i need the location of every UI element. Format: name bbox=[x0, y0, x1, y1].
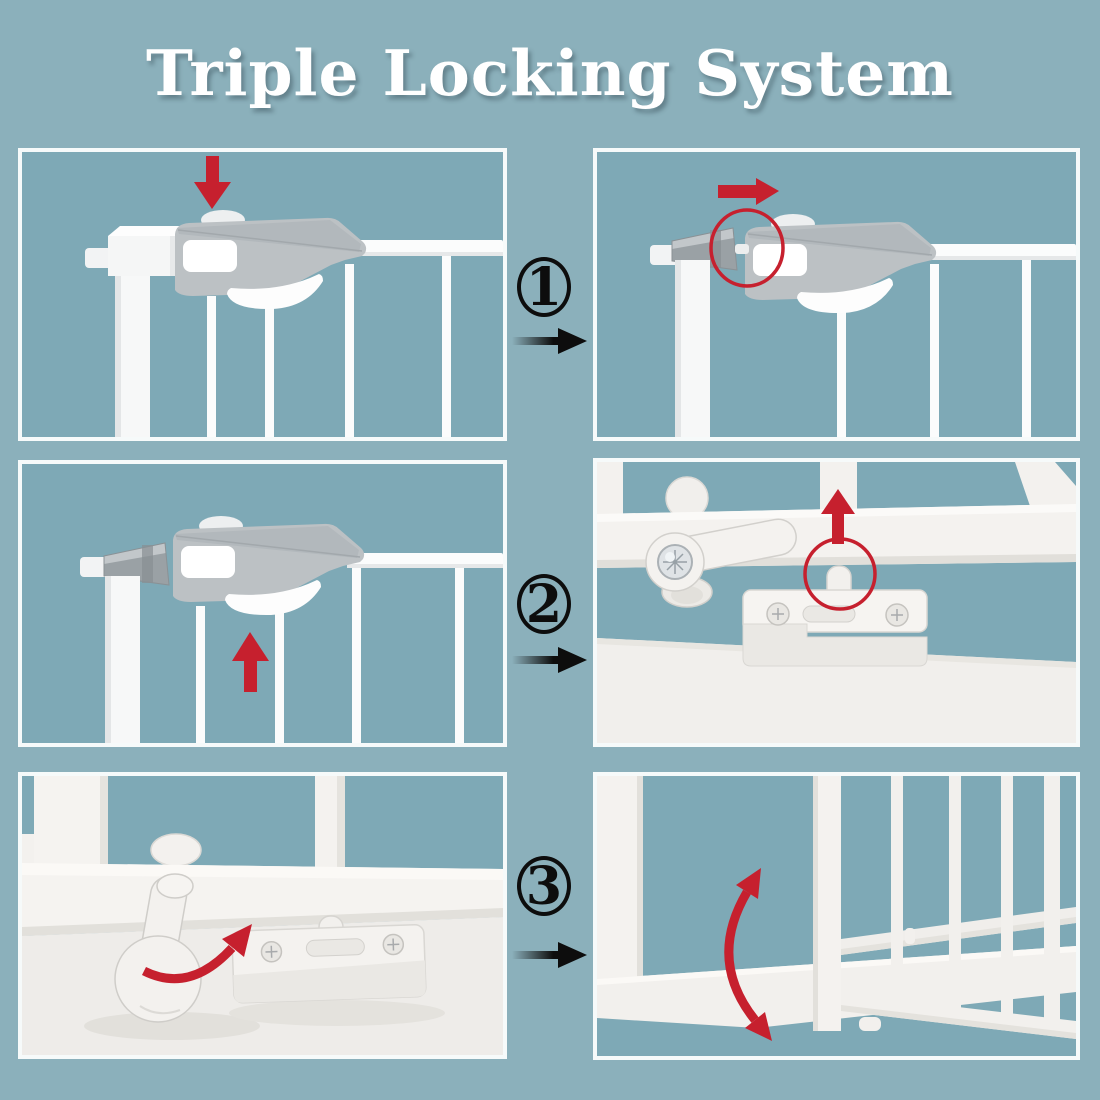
red-up-arrow-icon bbox=[821, 489, 855, 544]
panel-step3-swing-open bbox=[593, 772, 1080, 1060]
gate-latch-drawing bbox=[85, 156, 503, 437]
gate-latch-lift-drawing bbox=[80, 515, 503, 743]
red-highlight-circle bbox=[709, 208, 785, 288]
gate-open-drawing bbox=[597, 776, 1076, 1041]
gate-latch-slide-drawing bbox=[650, 178, 1076, 437]
red-curved-arrow-icon bbox=[141, 924, 252, 984]
step-3-badge: 3 bbox=[517, 855, 571, 917]
step-1-number: 1 bbox=[525, 256, 563, 318]
page-title: Triple Locking System bbox=[146, 36, 954, 110]
red-swing-arrow-icon bbox=[724, 868, 772, 1041]
panel-step3-rotate-knob bbox=[18, 772, 507, 1059]
panel-step1-slide bbox=[593, 148, 1080, 441]
step-1-badge: 1 bbox=[517, 256, 571, 318]
panel-step2-lift bbox=[18, 460, 507, 747]
rotating-lock-knob bbox=[645, 518, 797, 608]
floor-bracket bbox=[231, 923, 427, 1004]
red-right-arrow-icon bbox=[718, 178, 779, 205]
panel-step1-press-down bbox=[18, 148, 507, 441]
floor-bracket-photo bbox=[597, 462, 1076, 743]
red-down-arrow-icon bbox=[194, 156, 231, 209]
step-1-arrow-icon bbox=[512, 328, 587, 354]
step-2-arrow-icon bbox=[512, 647, 587, 673]
step-2-number: 2 bbox=[525, 573, 563, 635]
step-2-badge: 2 bbox=[517, 573, 571, 635]
step-3-arrow-icon bbox=[512, 942, 587, 968]
red-up-arrow-icon bbox=[232, 632, 269, 692]
panel-step2-peg-release bbox=[593, 458, 1080, 747]
bottom-knob-photo bbox=[22, 776, 503, 1055]
step-3-number: 3 bbox=[525, 855, 563, 917]
floor-bracket bbox=[742, 589, 928, 667]
rotating-lock-knob bbox=[114, 873, 202, 1023]
